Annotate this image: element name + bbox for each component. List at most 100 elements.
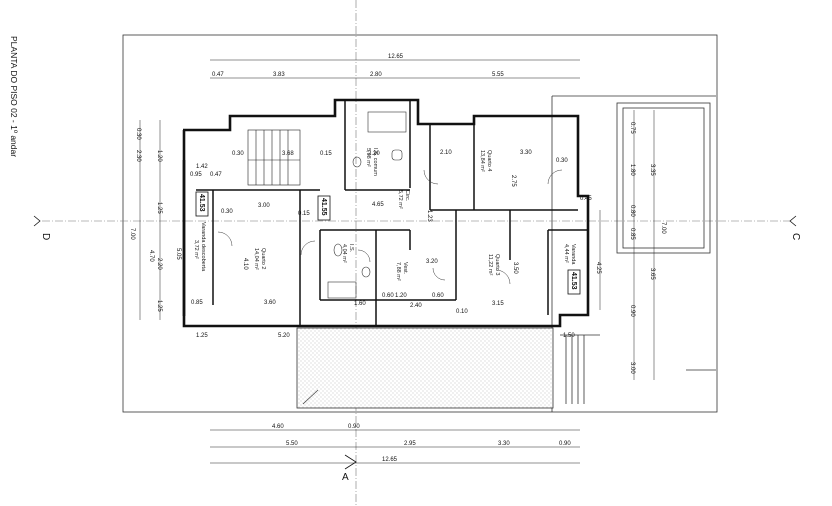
dim-top-part-4: 5.55 (492, 72, 504, 78)
room-quarto-4-area: 13,84 m² (479, 150, 485, 172)
level-marker-1: 41.53 (198, 194, 205, 212)
section-label-right: C (790, 233, 801, 240)
interior-walls (196, 100, 588, 326)
outer-walls (182, 98, 590, 328)
dim-bottom-overall: 12.65 (382, 457, 398, 463)
dim-inner-18: 0.85 (191, 300, 203, 306)
dim-left-9: 1.25 (156, 300, 162, 312)
right-annex (560, 102, 711, 404)
dim-right-6: 7.00 (660, 222, 666, 234)
terrace-area (296, 327, 554, 409)
dim-inner-6: 0.15 (320, 151, 332, 157)
room-quarto-3-name: Quarto 3 (494, 254, 500, 275)
dim-bottom-row2-1: 5.50 (286, 441, 298, 447)
dim-left-1: 0.30 (135, 128, 141, 140)
dim-inner-5: 0.30 (232, 151, 244, 157)
dim-inner-23: 0.60 (432, 293, 444, 299)
section-markers (33, 215, 797, 470)
dim-inner-9: 3.30 (520, 150, 532, 156)
dim-right-7: 3.65 (649, 268, 655, 280)
section-label-left: D (40, 233, 51, 240)
room-quarto-4-name: Quarto 4 (486, 150, 492, 171)
dim-left-4: 1.25 (156, 202, 162, 214)
dimension-lines (139, 59, 655, 464)
dim-right-9: 4.25 (595, 262, 601, 274)
level-markers (195, 191, 581, 295)
dim-right-1: 0.75 (629, 122, 635, 134)
level-marker-2: 41.55 (320, 198, 327, 216)
dim-top-part-3: 2.80 (370, 72, 382, 78)
room-vest-name: Vest. (402, 262, 408, 275)
room-varanda-area: 4,44 m² (563, 244, 569, 263)
dim-inner-31: 1.23 (426, 210, 432, 222)
room-is-area: 4,04 m² (341, 244, 347, 263)
dim-inner-19: 5.20 (278, 333, 290, 339)
dim-inner-17: 3.60 (264, 300, 276, 306)
dim-inner-1: 1.42 (196, 164, 208, 170)
dim-inner-30: 1.50 (563, 333, 575, 339)
plan-title: PLANTA DO PISO 02 - 1º andar (9, 36, 19, 157)
dim-inner-16: 4.10 (242, 258, 248, 270)
dim-left-6: 7.00 (129, 228, 135, 240)
dim-bottom-row1-1: 4.60 (272, 424, 284, 430)
dim-right-2: 1.80 (629, 164, 635, 176)
dim-inner-13: 4.65 (372, 202, 384, 208)
room-quarto-3-area: 11,22 m² (487, 254, 493, 275)
dim-right-10: 3.00 (629, 362, 635, 374)
dim-right-5: 0.85 (629, 228, 635, 240)
dim-right-4: 0.80 (629, 205, 635, 217)
dim-top-overall: 12.65 (388, 54, 404, 60)
dim-right-3: 3.35 (649, 164, 655, 176)
dim-top-part-1: 0.47 (212, 72, 224, 78)
room-is-name: I.S. (348, 244, 354, 253)
dim-left-2: 1.20 (156, 150, 162, 162)
section-label-bottom: A (342, 472, 349, 483)
dim-inner-8: 2.10 (440, 150, 452, 156)
dim-inner-32: 3.20 (426, 259, 438, 265)
room-varanda-descoberta-area: 3,72 m² (193, 240, 199, 259)
dim-left-8: 5.05 (175, 248, 181, 260)
dim-inner-15: 0.30 (221, 209, 233, 215)
dim-bottom-row2-2: 2.95 (404, 441, 416, 447)
room-is-comum-name: I.S. comum (372, 148, 378, 176)
dim-inner-10: 0.30 (556, 158, 568, 164)
room-varanda-descoberta-name: Varanda descoberta (200, 222, 206, 272)
door-swings (217, 169, 563, 285)
room-circ-name: Circ. (404, 190, 410, 202)
dim-inner-20: 1.25 (196, 333, 208, 339)
dim-inner-24: 2.40 (410, 303, 422, 309)
inner-dimensions: 1.42 0.95 0.47 3.68 0.30 0.15 2.20 2.10 … (190, 150, 592, 339)
dim-bottom-row2-3: 3.30 (498, 441, 510, 447)
dim-inner-29: 0.60 (382, 293, 394, 299)
level-marker-3: 41.53 (570, 272, 577, 290)
room-varanda-name: Varanda (570, 244, 576, 265)
dim-inner-11: 2.75 (510, 175, 516, 187)
dim-inner-28: 0.45 (580, 196, 592, 202)
dim-inner-27: 3.50 (512, 262, 518, 274)
dim-inner-21: 1.60 (354, 301, 366, 307)
dim-inner-12: 3.00 (258, 203, 270, 209)
dim-bottom-row2-4: 0.90 (559, 441, 571, 447)
dim-top-part-2: 3.83 (273, 72, 285, 78)
room-circ-area: 5,72 m² (397, 190, 403, 209)
dim-inner-3: 0.47 (210, 172, 222, 178)
dim-inner-2: 0.95 (190, 172, 202, 178)
dim-inner-14: 0.15 (298, 211, 310, 217)
dim-inner-26: 3.15 (492, 301, 504, 307)
room-quarto-2-area: 14,04 m² (253, 248, 259, 270)
room-vest-area: 7,88 m² (395, 262, 401, 281)
dim-left-3: 2.30 (135, 150, 141, 162)
dim-inner-22: 1.20 (395, 293, 407, 299)
staircase (247, 129, 301, 186)
dim-bottom-row1-2: 0.90 (348, 424, 360, 430)
terrace-arrow (302, 389, 319, 405)
dim-inner-25: 0.10 (456, 309, 468, 315)
dim-right-8: 0.90 (629, 305, 635, 317)
bathroom-fixtures (327, 111, 407, 299)
room-is-comum-area: 5,08 m² (365, 148, 371, 167)
dim-inner-4: 3.68 (282, 151, 294, 157)
dim-inner-7: 2.20 (368, 151, 380, 157)
dim-left-7: 2.20 (156, 258, 162, 270)
dim-left-5: 4.70 (148, 250, 154, 262)
